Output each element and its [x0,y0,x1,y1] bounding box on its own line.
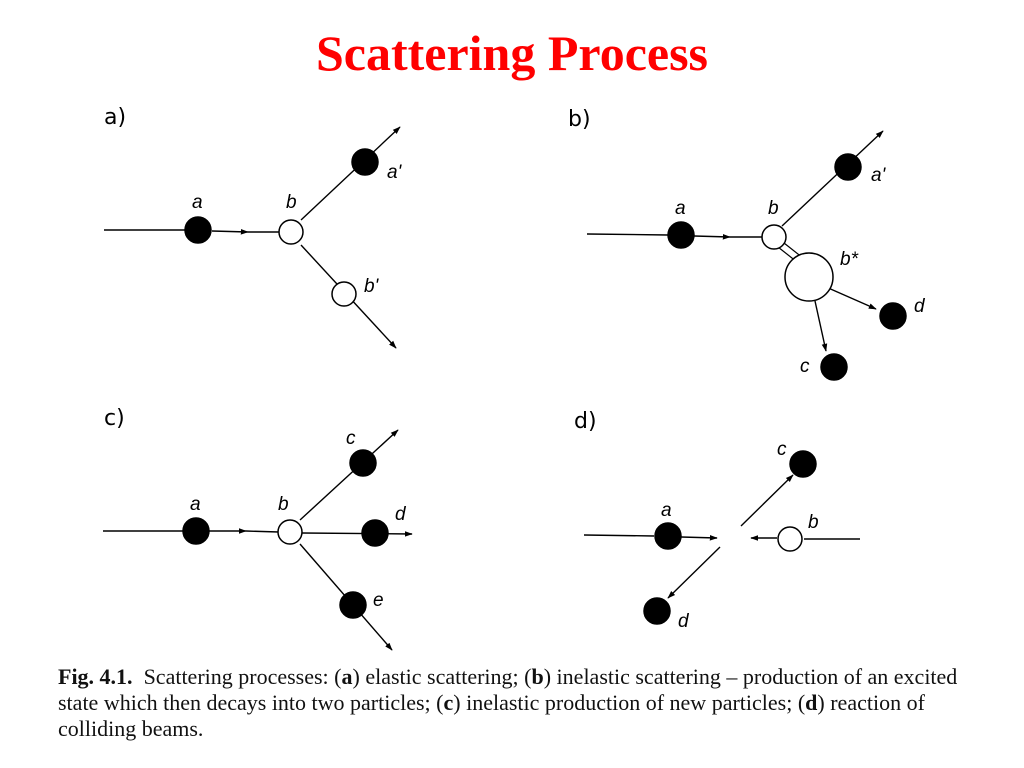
caption-key-d: d [805,690,818,715]
particle-b-prime [331,281,357,307]
caption-key-b: b [531,664,544,689]
label-b: b [768,198,779,219]
particle-b-star [784,252,834,302]
label-e: e [373,590,384,611]
label-b: b [808,512,819,533]
particle-d [361,519,389,547]
caption-lead: Scattering processes: ( [143,664,342,689]
outgoing-arrow-a-prime [781,130,884,227]
outgoing-arrow-c [814,300,828,352]
panel-c-label: c) [104,406,125,431]
label-d: d [678,611,690,632]
outgoing-arrow-a-prime [300,126,401,221]
particle-d [643,597,671,625]
particle-c [349,449,377,477]
figure-number: Fig. 4.1. [58,664,133,689]
particle-b [277,519,303,545]
label-b-star: b* [840,249,859,270]
outgoing-arrow-d [825,286,877,310]
incoming-line-a [583,534,655,537]
caption-text-d: ) reaction of colliding beams. [58,690,925,741]
outgoing-arrow-d [301,531,413,537]
incoming-arrow [211,229,249,235]
page-title: Scattering Process [315,25,709,81]
panel-d-label: d) [574,409,597,434]
caption-text-b: ) inelastic scattering – production of a… [58,664,958,715]
panel-b-label: b) [568,107,591,132]
outgoing-arrow-c [740,474,794,527]
caption-text-a: ) elastic scattering; ( [352,664,532,689]
panel-b: b) a b a' b* d c [568,107,926,381]
particle-b [278,219,304,245]
label-c: c [777,439,787,460]
label-c: c [800,356,810,377]
panel-c: c) a b c d e [103,406,413,651]
label-d: d [914,296,926,317]
label-b-prime: b' [364,276,380,297]
incoming-line [586,233,669,236]
label-a-prime: a' [871,165,887,186]
panel-d: d) a b c d [574,409,860,632]
label-c: c [346,428,356,449]
label-a: a [192,192,203,213]
particle-a [182,517,210,545]
scattering-diagrams: a) a b a' b' b) a b a' b* d c [103,105,926,651]
particle-b [777,526,803,552]
particle-a-prime [351,148,379,176]
label-d: d [395,504,407,525]
caption-text-c: ) inelastic production of new particles;… [453,690,806,715]
incoming-arrow-a [680,535,718,541]
particle-a-prime [834,153,862,181]
label-a-prime: a' [387,162,403,183]
label-a: a [661,500,672,521]
particle-a [654,522,682,550]
figure-caption: Fig. 4.1. Scattering processes: (a) elas… [58,664,998,742]
label-a: a [190,494,201,515]
label-b: b [286,192,297,213]
label-a: a [675,198,686,219]
panel-a: a) a b a' b' [104,105,403,349]
particle-d [879,302,907,330]
caption-key-a: a [341,664,353,689]
outgoing-arrow-c [299,429,399,521]
caption-key-c: c [443,690,454,715]
outgoing-arrow-d [667,546,721,599]
particle-a [667,221,695,249]
particle-e [339,591,367,619]
particle-c [820,353,848,381]
particle-c [789,450,817,478]
incoming-line [245,530,280,533]
particle-b [761,224,787,250]
label-b: b [278,494,289,515]
particle-a [184,216,212,244]
incoming-arrow [693,234,731,240]
panel-a-label: a) [104,105,126,130]
